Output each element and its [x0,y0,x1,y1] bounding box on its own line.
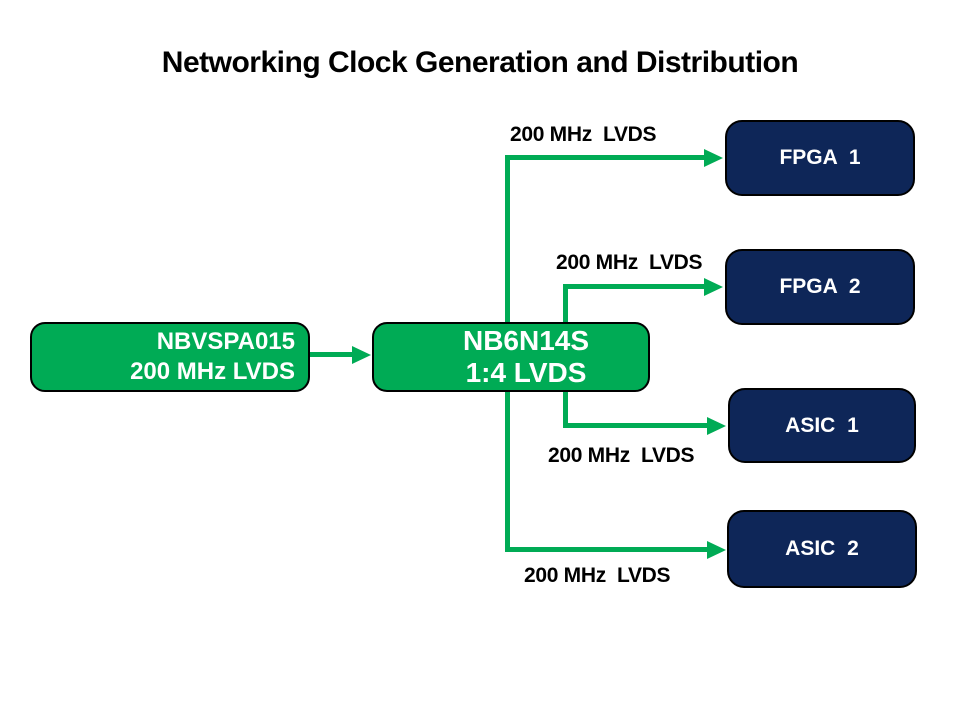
node-asic2-label: ASIC 2 [785,537,859,560]
node-fanout-buffer-line2: 1:4 LVDS [465,357,587,388]
node-clock-source: NBVSPA015 200 MHz LVDS [30,322,310,392]
node-asic2: ASIC 2 [727,510,917,588]
node-fanout-buffer: NB6N14S 1:4 LVDS [372,322,650,392]
node-asic1-label: ASIC 1 [785,413,859,437]
edge-label-fpga1: 200 MHz LVDS [510,123,657,146]
edge-fanout-to-fpga2-vertical [563,284,568,322]
edge-label-asic2: 200 MHz LVDS [524,564,671,587]
arrowhead-icon [352,346,371,364]
arrowhead-icon [707,541,726,559]
node-fpga2-label: FPGA 2 [779,275,861,298]
edge-fanout-to-asic1-vertical [563,392,568,428]
edge-fanout-to-asic2-vertical [505,392,510,552]
arrowhead-icon [704,278,723,296]
node-clock-source-line1: NBVSPA015 [156,328,295,355]
diagram-title: Networking Clock Generation and Distribu… [161,46,799,79]
node-fpga1-label: FPGA 1 [779,146,861,169]
node-fpga1: FPGA 1 [725,120,915,196]
node-fpga2: FPGA 2 [725,249,915,325]
arrowhead-icon [707,417,726,435]
edge-fanout-to-fpga2-horizontal [563,284,705,289]
edge-fanout-to-asic1-horizontal [563,423,708,428]
node-clock-source-line2: 200 MHz LVDS [130,358,295,385]
edge-fanout-to-asic2-horizontal [505,547,708,552]
node-fanout-buffer-line1: NB6N14S [462,325,590,356]
node-asic1: ASIC 1 [728,388,916,463]
edge-label-fpga2: 200 MHz LVDS [556,251,703,274]
edge-fanout-to-fpga1-horizontal [505,155,705,160]
edge-fanout-to-fpga1-vertical [505,155,510,322]
arrowhead-icon [704,149,723,167]
edge-source-to-fanout [310,352,356,357]
edge-label-asic1: 200 MHz LVDS [548,444,695,467]
